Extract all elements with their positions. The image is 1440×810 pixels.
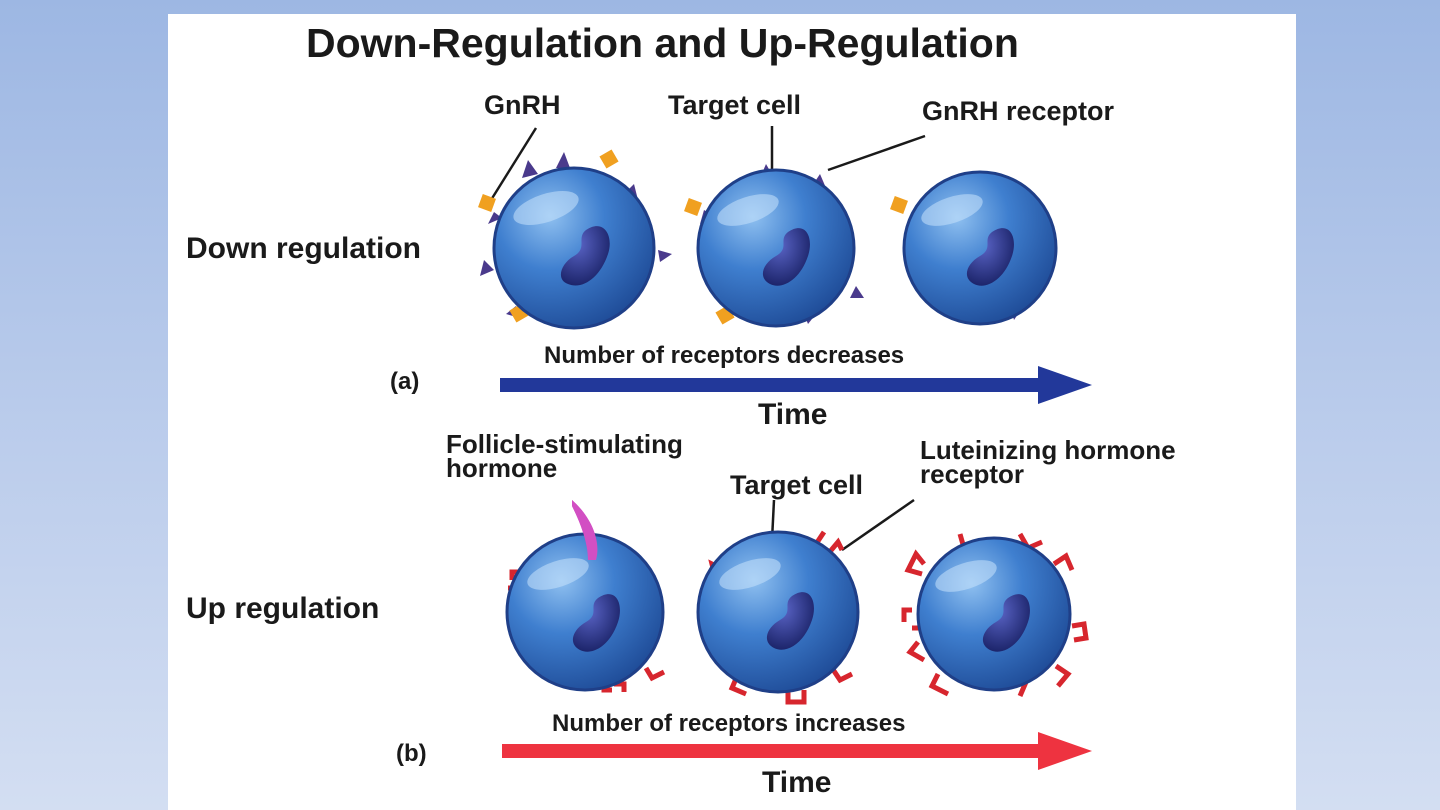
gnrh-leader-line	[489, 127, 538, 201]
target-cell-a3	[890, 170, 1058, 326]
time-label-a: Time	[758, 398, 828, 431]
gnrh-receptor-leader-line	[827, 134, 926, 172]
lh-receptor-leader-line	[841, 498, 915, 552]
lh-receptor-label-line2: receptor	[920, 459, 1025, 489]
target-cell-label-b: Target cell	[730, 470, 864, 500]
target-cell-a1	[478, 149, 672, 330]
diagram-panel: Down-Regulation and Up-Regulation GnRH T…	[168, 14, 1296, 810]
diagram-title: Down-Regulation and Up-Regulation	[306, 20, 1019, 66]
increase-axis-text: Number of receptors increases	[552, 710, 906, 737]
target-cell-a2	[684, 164, 864, 328]
up-regulation-label: Up regulation	[186, 592, 380, 625]
gnrh-hormone-a3	[890, 196, 908, 214]
gnrh-receptor-label: GnRH receptor	[922, 96, 1115, 126]
target-cell-b3	[901, 532, 1089, 697]
gnrh-hormone-a1	[478, 149, 619, 323]
time-label-b: Time	[762, 766, 832, 799]
gnrh-label: GnRH	[484, 90, 561, 120]
target-cell-b2	[696, 530, 860, 705]
down-regulation-label: Down regulation	[186, 232, 421, 265]
target-cell-b1	[505, 500, 666, 693]
lh-receptor-label: Luteinizing hormone receptor	[920, 435, 1176, 489]
fsh-label-line2: hormone	[446, 453, 558, 483]
decrease-axis-text: Number of receptors decreases	[544, 342, 905, 369]
target-cell-label-a: Target cell	[668, 90, 802, 120]
fsh-label: Follicle-stimulating hormone	[446, 429, 683, 483]
diagram-artwork	[478, 126, 1092, 770]
fsh-label-line1: Follicle-stimulating	[446, 429, 683, 459]
panel-letter-b: (b)	[396, 740, 427, 767]
lh-receptor-label-line1: Luteinizing hormone	[920, 435, 1176, 465]
decrease-arrow	[500, 366, 1092, 404]
panel-letter-a: (a)	[390, 368, 420, 395]
increase-arrow	[502, 732, 1092, 770]
